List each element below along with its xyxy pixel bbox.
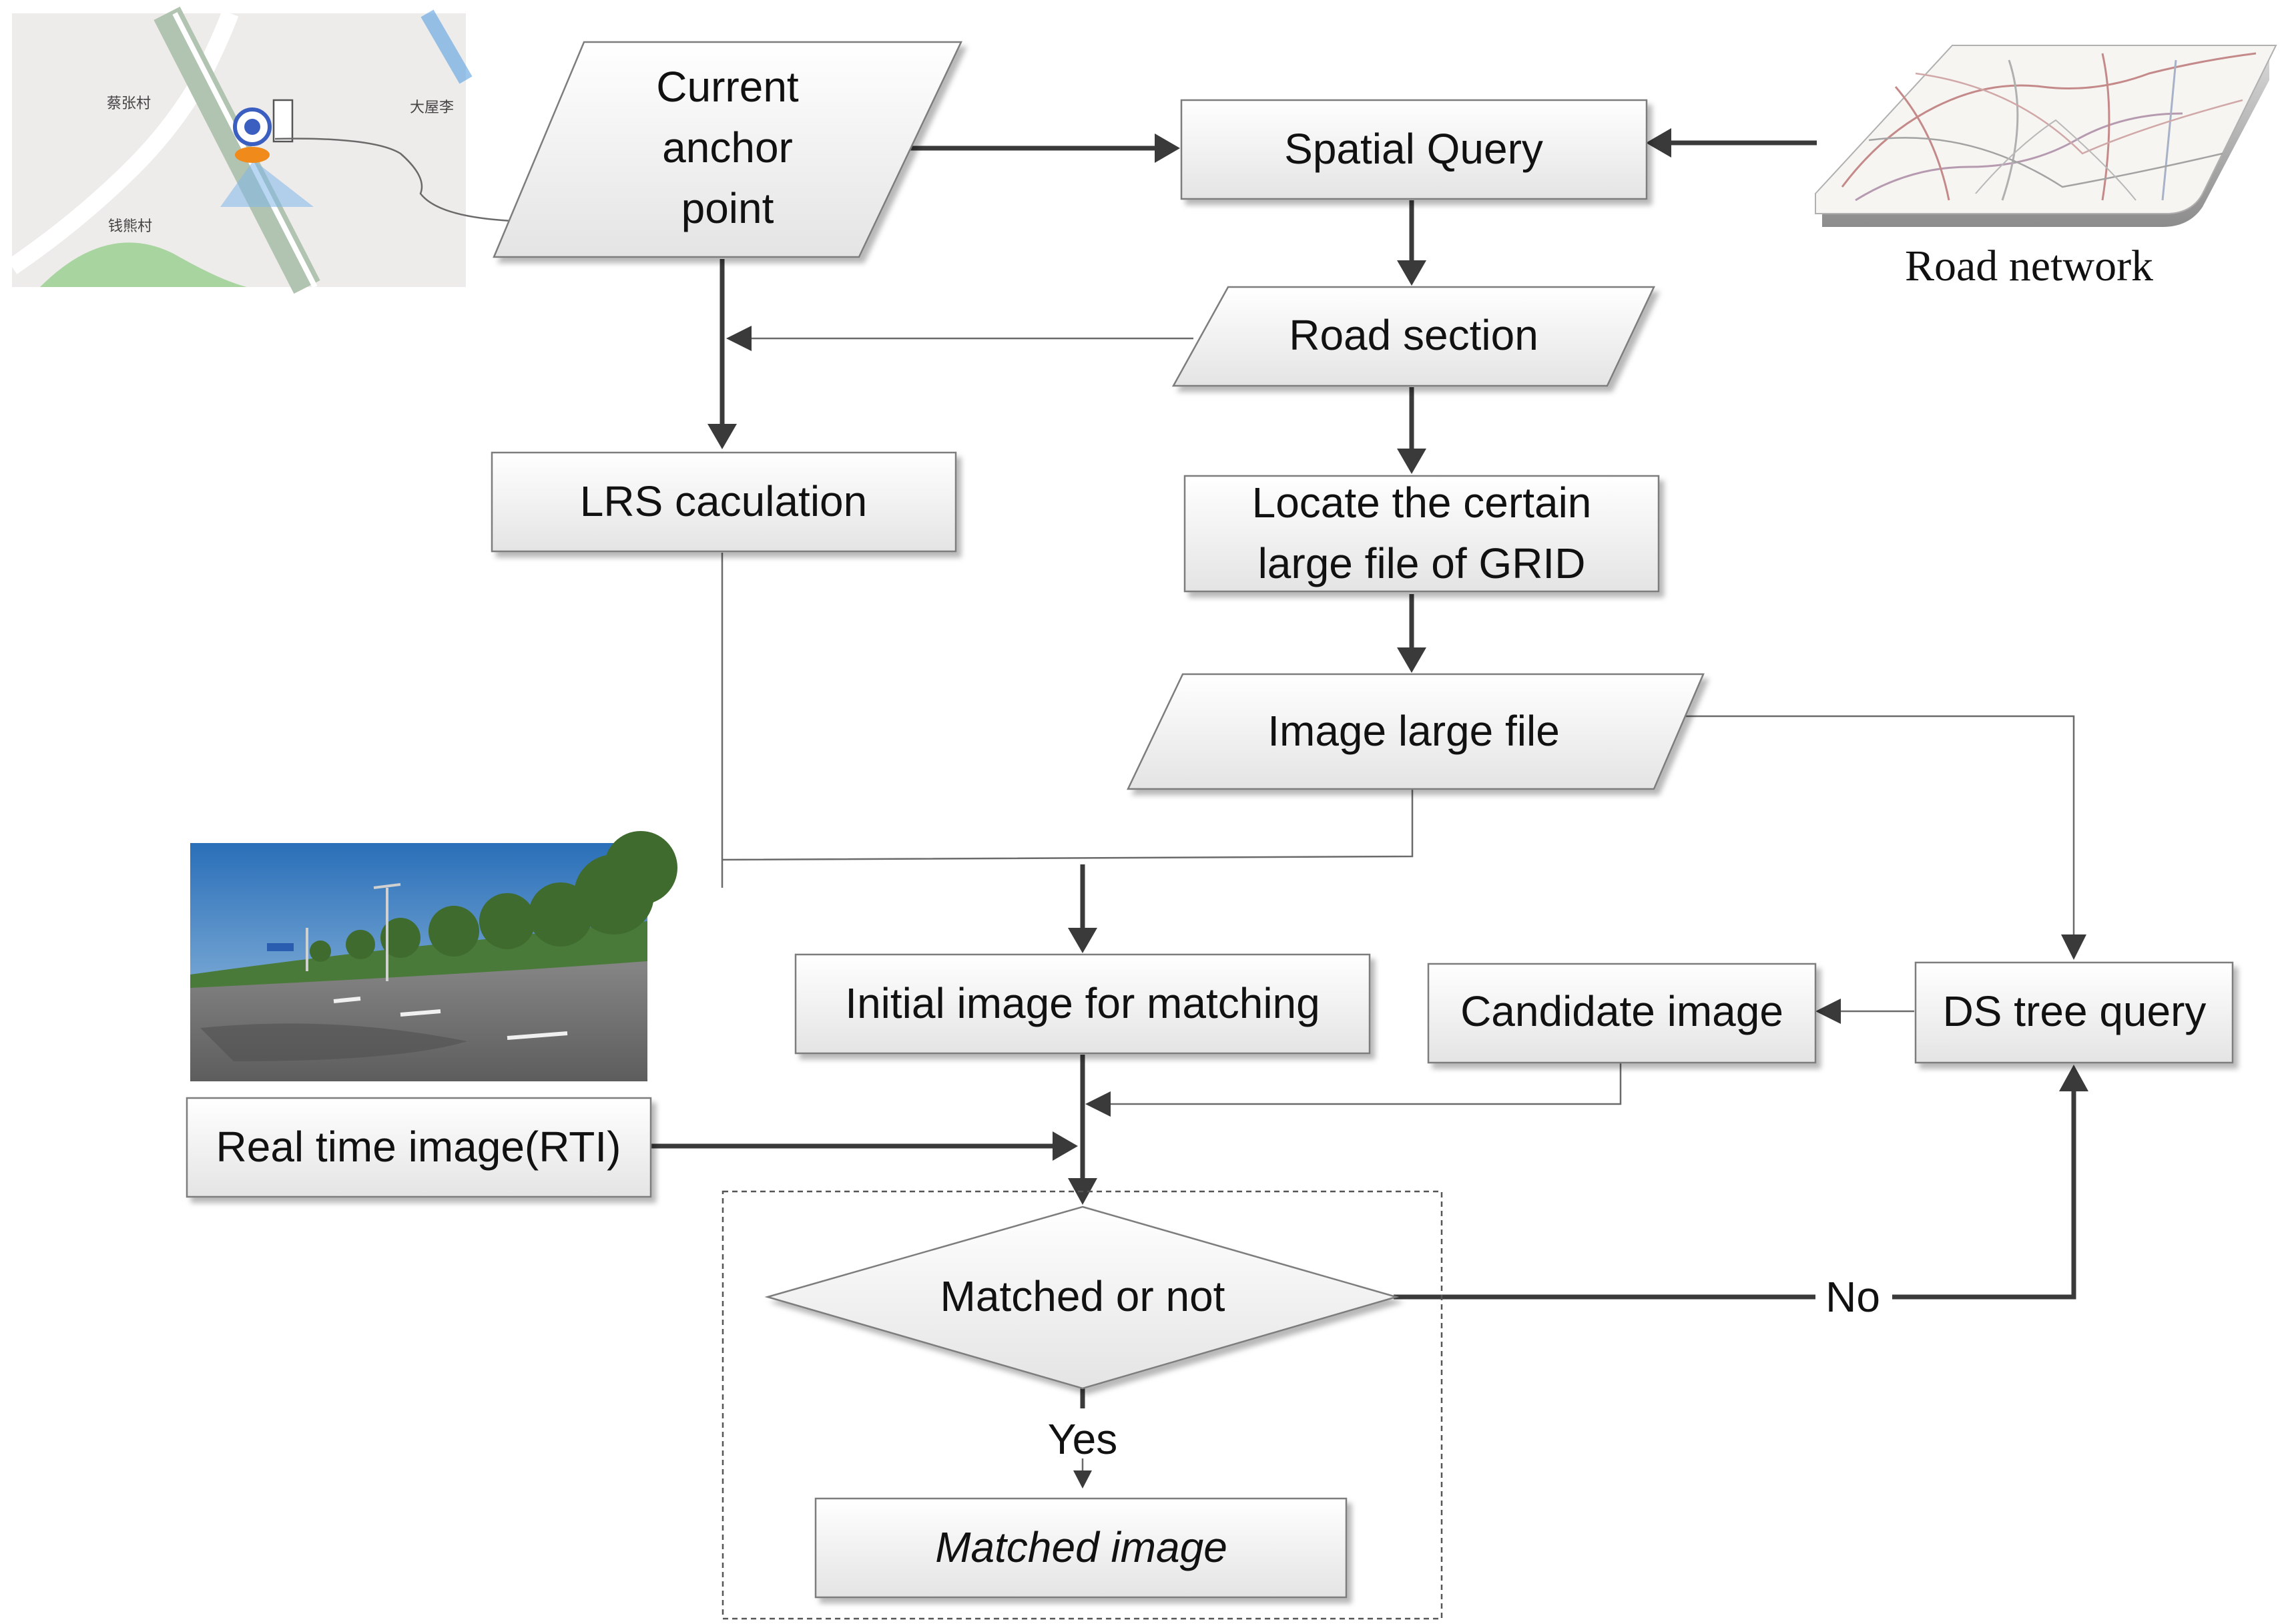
matched-or-not-label: Matched or not: [940, 1272, 1225, 1320]
node-road-section: Road section: [1171, 286, 1655, 387]
lrs-label: LRS caculation: [580, 477, 867, 525]
edge-lrs-imagefile-merge: [721, 553, 1414, 888]
node-locate-grid-file: Locate the certain large file of GRID: [1183, 475, 1660, 593]
edge-anchor-to-lrs: [707, 259, 737, 449]
matched-image-label: Matched image: [935, 1523, 1227, 1571]
node-current-anchor-point: Current anchor point: [493, 41, 962, 258]
edge-yes-to-matched: [1073, 1388, 1092, 1488]
ds-tree-label: DS tree query: [1943, 987, 2207, 1035]
anchor-line-2: anchor: [662, 123, 793, 172]
anchor-line-1: Current: [656, 63, 799, 111]
road-section-label: Road section: [1289, 311, 1538, 359]
edge-initial-to-matched-or-not: [1068, 1055, 1097, 1205]
anchor-line-3: point: [681, 184, 774, 232]
node-ds-tree-query: DS tree query: [1914, 961, 2234, 1064]
road-photo-thumbnail: [190, 831, 677, 1081]
anchor-map-thumbnail: 蔡张村 大屋李 钱熊村: [7, 6, 473, 294]
road-network-label: Road network: [1905, 242, 2153, 290]
node-initial-image: Initial image for matching: [794, 953, 1371, 1055]
edge-roadsection-to-anchorline: [726, 326, 1193, 351]
edge-roadsection-to-locate: [1397, 387, 1426, 474]
spatial-query-label: Spatial Query: [1284, 125, 1543, 173]
initial-image-label: Initial image for matching: [845, 979, 1320, 1027]
road-network-thumbnail: [1815, 45, 2277, 227]
edge-no-to-dstree: [1394, 1065, 2088, 1300]
edge-dstree-to-candidate: [1815, 999, 1914, 1024]
locate-line-1: Locate the certain: [1252, 479, 1592, 527]
edge-label-no: No: [1825, 1273, 1880, 1321]
node-matched-or-not: Matched or not: [764, 1205, 1400, 1390]
node-candidate-image: Candidate image: [1427, 963, 1817, 1064]
node-matched-image: Matched image: [814, 1497, 1348, 1599]
node-lrs-caculation: LRS caculation: [491, 451, 957, 553]
edge-candidate-to-matchline: [1085, 1061, 1622, 1117]
edge-merge-to-initial: [1068, 864, 1097, 953]
rti-label: Real time image(RTI): [216, 1123, 621, 1171]
edge-rti-to-matchline: [651, 1131, 1078, 1161]
map-callout-line: [274, 138, 535, 223]
map-label-2: 大屋李: [410, 99, 454, 116]
edge-locate-to-imagefile: [1397, 594, 1426, 673]
edge-spatial-to-roadsection: [1397, 200, 1426, 286]
map-label-1: 蔡张村: [107, 95, 151, 112]
edge-label-yes: Yes: [1048, 1415, 1117, 1463]
edge-roadnetwork-to-spatial: [1646, 128, 1817, 158]
map-label-3: 钱熊村: [108, 218, 152, 235]
node-real-time-image: Real time image(RTI): [186, 1097, 652, 1198]
node-spatial-query: Spatial Query: [1180, 99, 1648, 200]
candidate-image-label: Candidate image: [1460, 987, 1783, 1035]
node-image-large-file: Image large file: [1127, 673, 1705, 790]
edge-imagefile-to-dstree: [1669, 715, 2086, 960]
locate-line-2: large file of GRID: [1258, 539, 1586, 587]
decision-group-frame: [722, 1190, 1443, 1620]
image-large-file-label: Image large file: [1267, 707, 1560, 755]
edge-anchor-to-spatial: [906, 133, 1180, 163]
